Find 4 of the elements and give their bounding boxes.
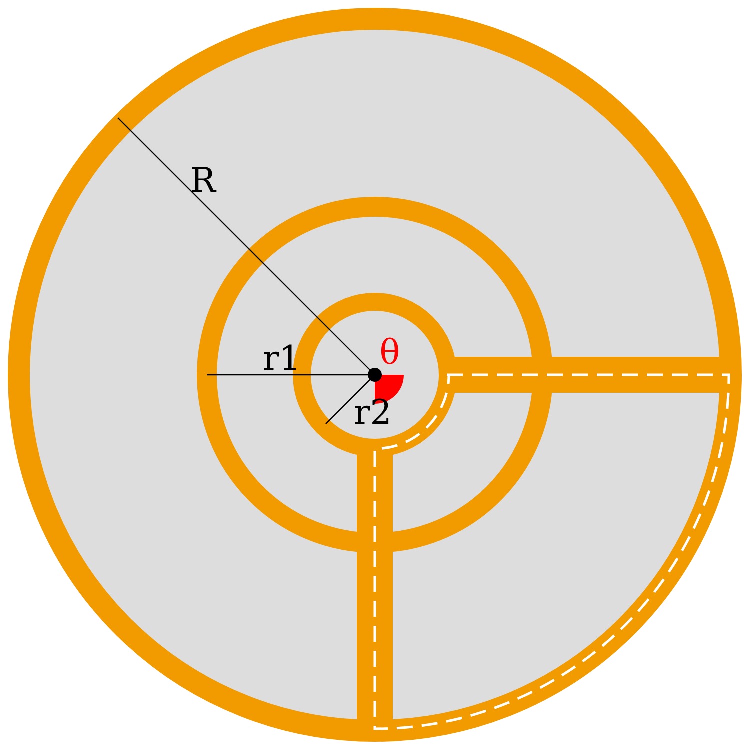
dimension-label: θ: [380, 333, 400, 373]
dimension-label: r2: [354, 393, 392, 433]
dimension-label: R: [190, 161, 216, 201]
dimension-label: r1: [263, 339, 301, 379]
